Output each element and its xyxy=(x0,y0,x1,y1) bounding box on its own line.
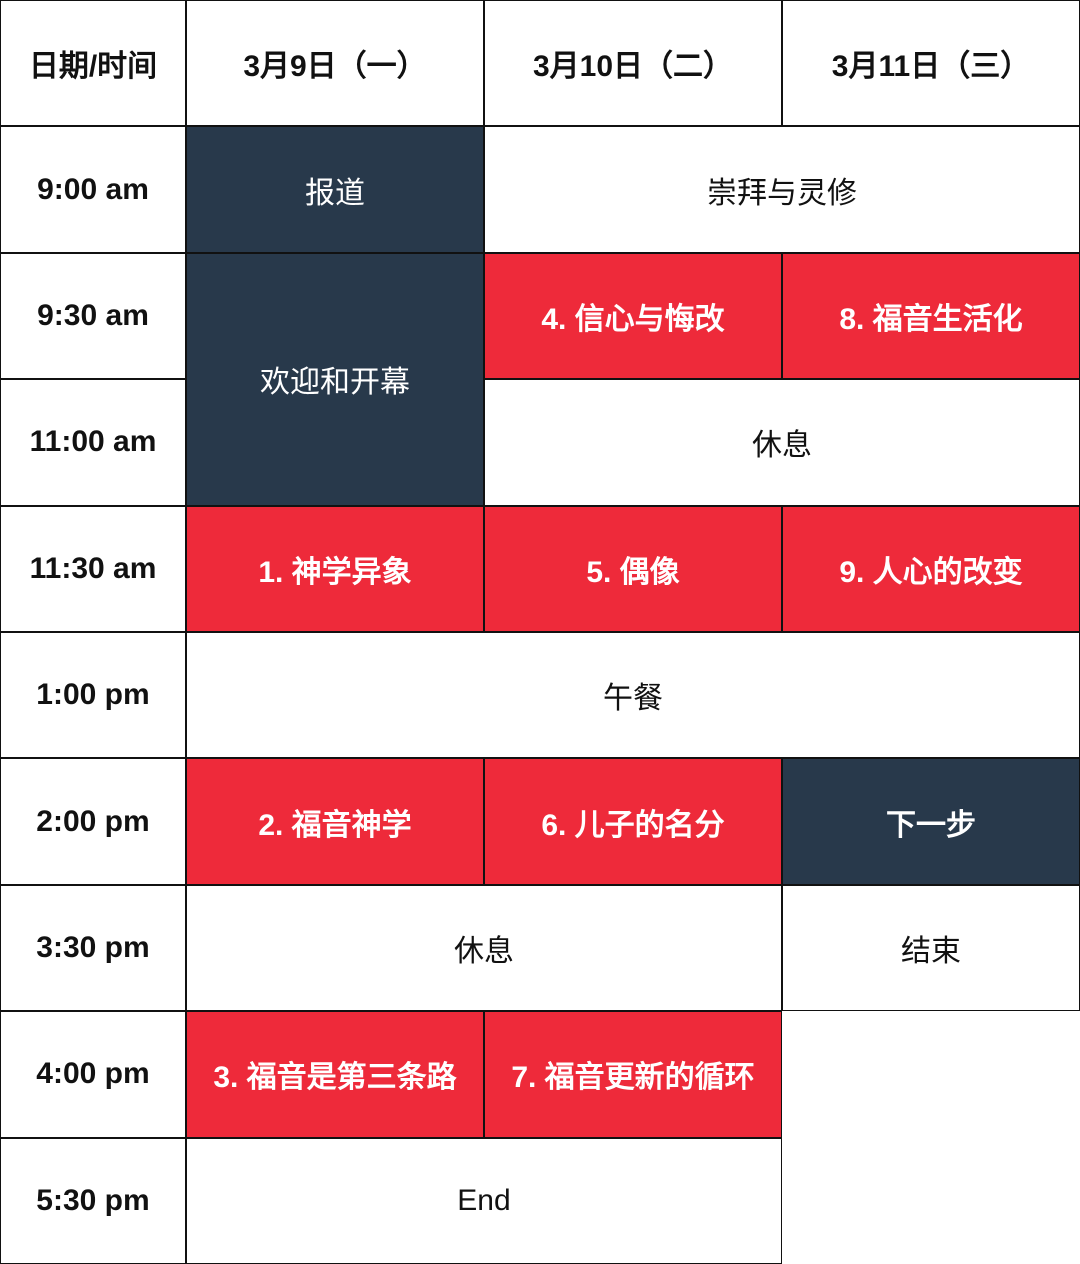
time-label: 4:00 pm xyxy=(0,1011,186,1138)
session-3: 3. 福音是第三条路 xyxy=(186,1011,484,1138)
session-break-morning: 休息 xyxy=(484,379,1080,506)
time-label: 5:30 pm xyxy=(0,1137,186,1264)
session-worship: 崇拜与灵修 xyxy=(484,126,1080,253)
time-label: 9:30 am xyxy=(0,252,186,380)
session-lunch: 午餐 xyxy=(186,631,1080,759)
session-next-step: 下一步 xyxy=(782,758,1080,885)
session-welcome-opening: 欢迎和开幕 xyxy=(186,252,484,506)
session-6: 6. 儿子的名分 xyxy=(484,758,782,885)
session-registration: 报道 xyxy=(186,126,484,253)
header-day2: 3月10日（二） xyxy=(484,0,782,127)
session-7: 7. 福音更新的循环 xyxy=(484,1011,782,1138)
session-9: 9. 人心的改变 xyxy=(782,505,1080,632)
session-break-afternoon: 休息 xyxy=(186,884,782,1012)
header-date-time: 日期/时间 xyxy=(0,0,186,127)
time-label: 11:00 am xyxy=(0,379,186,506)
session-end: End xyxy=(186,1137,782,1264)
time-label: 9:00 am xyxy=(0,126,186,253)
time-label: 3:30 pm xyxy=(0,884,186,1012)
time-label: 1:00 pm xyxy=(0,631,186,759)
time-label: 11:30 am xyxy=(0,505,186,632)
header-day3: 3月11日（三） xyxy=(782,0,1080,127)
session-5: 5. 偶像 xyxy=(484,505,782,632)
empty-cell xyxy=(782,1011,1080,1264)
session-8: 8. 福音生活化 xyxy=(782,252,1080,380)
session-4: 4. 信心与悔改 xyxy=(484,252,782,380)
session-closing: 结束 xyxy=(782,884,1080,1012)
session-2: 2. 福音神学 xyxy=(186,758,484,885)
header-day1: 3月9日（一） xyxy=(186,0,484,127)
time-label: 2:00 pm xyxy=(0,758,186,885)
session-1: 1. 神学异象 xyxy=(186,505,484,632)
